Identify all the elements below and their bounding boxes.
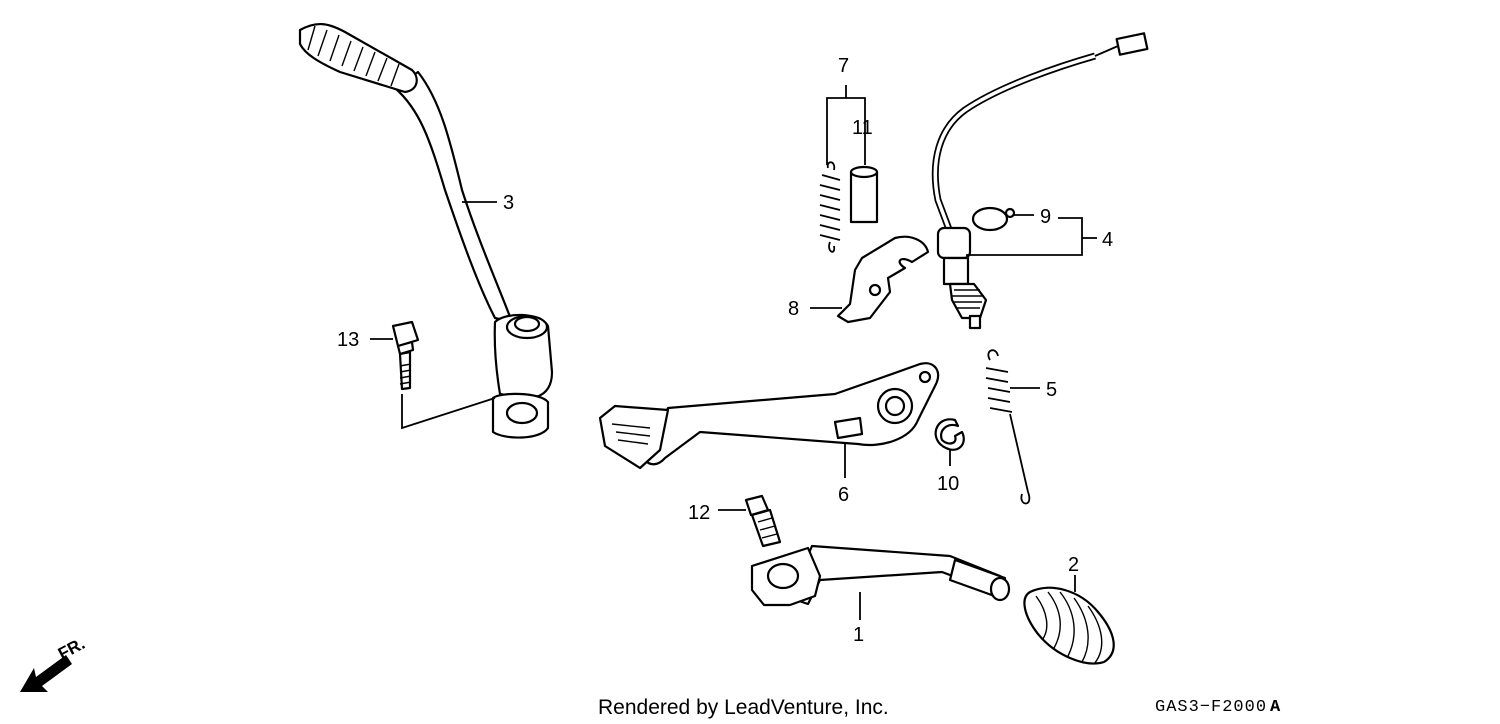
diagram-code: GAS3−F2000 bbox=[1155, 698, 1267, 717]
front-direction-arrow-icon bbox=[20, 655, 72, 692]
callout-2: 2 bbox=[1068, 554, 1079, 576]
callout-9: 9 bbox=[1040, 206, 1051, 228]
gear-shift-pedal-part[interactable] bbox=[750, 544, 1011, 607]
diagram-code-suffix: A bbox=[1270, 698, 1281, 717]
kick-starter-arm-part[interactable] bbox=[298, 23, 554, 439]
switch-clip-part[interactable] bbox=[971, 206, 1016, 232]
callout-7: 7 bbox=[838, 55, 849, 77]
direction-label: FR. bbox=[55, 634, 88, 664]
shift-rubber-part[interactable] bbox=[1023, 586, 1115, 665]
brake-pedal-part[interactable] bbox=[598, 362, 940, 470]
switch-spring-part[interactable] bbox=[985, 349, 1031, 505]
callout-10: 10 bbox=[937, 473, 959, 495]
stopper-bracket-part[interactable] bbox=[836, 235, 930, 324]
callout-12: 12 bbox=[688, 502, 710, 524]
snap-ring-part[interactable] bbox=[934, 418, 965, 451]
kick-arm-bolt-part[interactable] bbox=[391, 320, 420, 391]
callout-6: 6 bbox=[838, 484, 849, 506]
callout-1: 1 bbox=[853, 624, 864, 646]
brake-light-switch-part[interactable] bbox=[931, 32, 1149, 330]
pedal-bolt-part[interactable] bbox=[744, 494, 782, 548]
callout-5: 5 bbox=[1046, 379, 1057, 401]
return-spring-part[interactable] bbox=[819, 161, 841, 253]
callout-3: 3 bbox=[503, 192, 514, 214]
collar-part[interactable] bbox=[849, 165, 879, 224]
credit-text: Rendered by LeadVenture, Inc. bbox=[598, 696, 889, 719]
callout-11: 11 bbox=[852, 117, 873, 139]
callout-13: 13 bbox=[337, 329, 359, 351]
callout-4: 4 bbox=[1102, 229, 1113, 251]
callout-8: 8 bbox=[788, 298, 799, 320]
